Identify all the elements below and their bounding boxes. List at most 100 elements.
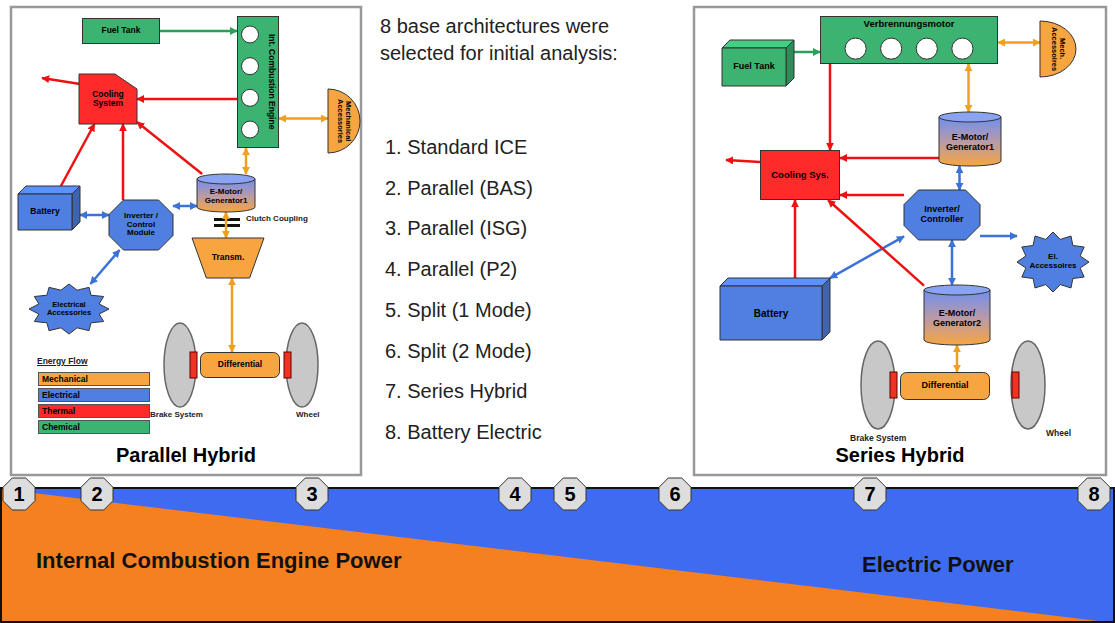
band-label: Internal Combustion Engine Power	[36, 546, 466, 576]
component-label: Fuel Tank	[101, 26, 140, 35]
component-box: Differential	[900, 372, 990, 400]
octagon	[296, 478, 328, 510]
shape-outline	[499, 478, 531, 510]
shape-outline	[1040, 21, 1076, 77]
legend-text: Chemical	[38, 420, 150, 434]
list-text: 2. Parallel (BAS)	[385, 176, 533, 200]
component-box: Cooling Sys.	[760, 150, 840, 200]
energy-flow-arrow	[225, 212, 228, 238]
callout-number: 3	[296, 478, 328, 510]
component-box: Transm.	[192, 238, 264, 278]
half-disc	[1040, 21, 1076, 77]
panel: Series HybridFuel TankVerbrennungsmotorM…	[693, 6, 1107, 476]
energy-flow-arrow	[137, 98, 237, 101]
energy-flow-arrow	[173, 205, 197, 208]
component-box: Electrical Accessories	[29, 284, 109, 334]
octagon	[3, 478, 35, 510]
cylinder-bore	[242, 58, 259, 75]
shape-outline	[924, 285, 990, 345]
cylinder-bore	[916, 38, 937, 59]
component-label: Verbrennungsmotor	[864, 19, 955, 29]
energy-flow-arrow	[245, 148, 248, 174]
heat-arrow	[726, 160, 760, 162]
brake-pad	[1012, 372, 1019, 398]
box-face	[201, 353, 280, 378]
component-label: Inverter / Control Module	[113, 212, 169, 238]
list-text: 4. Parallel (P2)	[385, 257, 517, 281]
component-label: Battery	[30, 207, 59, 216]
legend-entry: Thermal	[38, 404, 150, 418]
octagon	[1078, 478, 1110, 510]
pentagon	[79, 74, 137, 124]
part-label: Wheel	[1046, 428, 1071, 438]
callout-text: 3	[306, 483, 317, 505]
shape-outline	[238, 17, 279, 148]
component-box: Cooling System	[79, 74, 137, 124]
band-label: Electric Power	[862, 552, 1014, 578]
component-box: E-Motor/ Generator1	[197, 174, 255, 212]
octagon	[109, 200, 173, 250]
star	[1017, 232, 1089, 292]
box-front	[18, 194, 72, 230]
legend-entry: Electrical	[38, 388, 150, 402]
component-label: E-Motor/ Generator1	[943, 133, 997, 153]
component-label: Battery	[754, 308, 788, 319]
shape-outline	[939, 112, 1001, 166]
box-top	[18, 186, 80, 194]
list-text: 1. Standard ICE	[385, 135, 527, 159]
cylinder-top	[924, 285, 990, 295]
legend-text: Thermal	[38, 404, 150, 418]
engine-block	[238, 17, 279, 148]
callout-number: 2	[81, 478, 113, 510]
shape-outline	[197, 174, 255, 212]
component-box: Differential	[200, 352, 280, 378]
callout-text: 4	[509, 483, 520, 505]
component-box: Int. Combustion Engine	[237, 16, 279, 148]
shape-outline	[720, 278, 830, 340]
legend-entry: Mechanical	[38, 372, 150, 386]
component-box: Fuel Tank	[722, 40, 794, 86]
energy-flow-arrow	[980, 235, 1017, 238]
shape-outline	[854, 478, 886, 510]
shape-outline	[81, 478, 113, 510]
component-label: Transm.	[212, 253, 245, 262]
callout-text: 8	[1088, 483, 1099, 505]
brake-pad	[284, 352, 291, 378]
component-label: E-Motor/ Generator2	[928, 309, 986, 329]
component-box: Fuel Tank	[82, 18, 160, 44]
shape-outline	[328, 89, 360, 153]
engine-band	[0, 489, 1115, 623]
callout-number: 4	[499, 478, 531, 510]
energy-flow-arrow	[61, 124, 95, 186]
octagon	[854, 478, 886, 510]
panel-frame	[11, 7, 361, 475]
cylinder-bore	[952, 38, 973, 59]
callout-text: 7	[864, 483, 875, 505]
shape-outline	[659, 478, 691, 510]
callout-text: 6	[669, 483, 680, 505]
component-box: E-Motor/ Generator2	[924, 285, 990, 345]
box-front	[722, 48, 786, 86]
callout-number: 1	[3, 478, 35, 510]
shape-outline	[722, 40, 794, 86]
component-label: Differential	[921, 381, 968, 391]
box-side	[786, 40, 794, 86]
brake-pad	[890, 372, 897, 398]
wheels-right	[861, 341, 1045, 429]
component-label: Mech. Accessoires	[1050, 25, 1067, 73]
component-label: Differential	[218, 360, 262, 369]
part-label: Wheel	[296, 410, 320, 420]
shape-outline	[109, 200, 173, 250]
cylinder-bore	[845, 38, 866, 59]
list-text: 7. Series Hybrid	[385, 379, 527, 403]
callout-text: 5	[564, 483, 575, 505]
octagon	[904, 190, 980, 240]
engine-block	[821, 17, 998, 64]
octagon	[554, 478, 586, 510]
electric-band	[0, 488, 1115, 623]
box-face	[761, 151, 840, 200]
cylinder-top	[197, 174, 255, 184]
legend-text: Mechanical	[38, 372, 150, 386]
component-label: El. Accessoires	[1028, 253, 1078, 271]
